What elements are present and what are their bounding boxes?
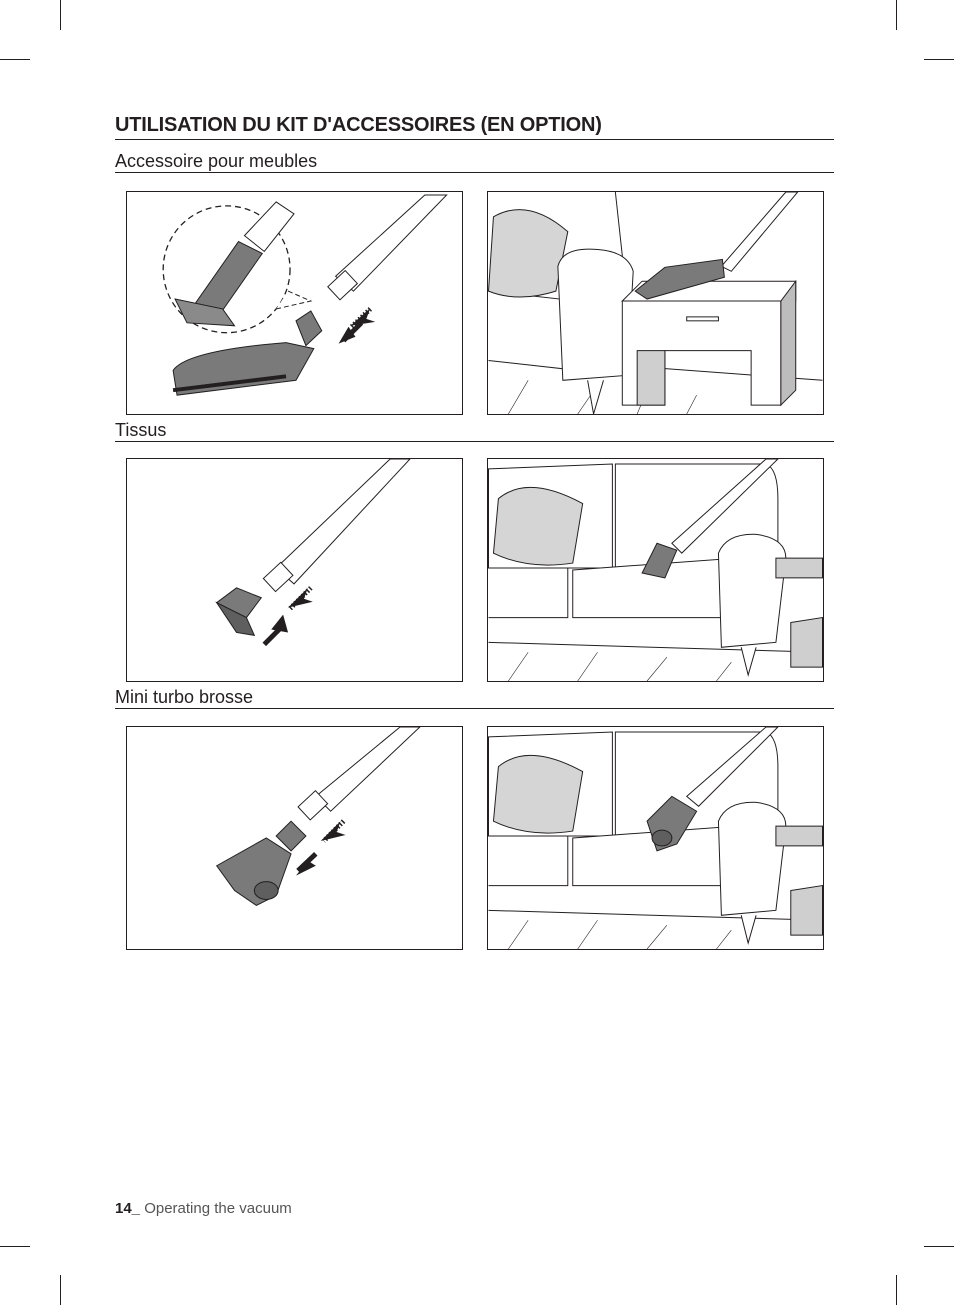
page-number: 14_ [115,1200,141,1217]
crop-mark [924,59,954,60]
crop-mark [896,1275,897,1305]
illustration-furniture-use [487,191,824,415]
crop-mark [60,0,61,30]
illustration-furniture-attach [126,191,463,415]
page-title: UTILISATION DU KIT D'ACCESSOIRES (EN OPT… [115,112,834,140]
illustration-fabric-attach [126,458,463,682]
illustration-turbo-use [487,726,824,950]
crop-mark [0,59,30,60]
illustration-turbo-attach [126,726,463,950]
crop-mark [924,1246,954,1247]
section-heading-fabric: Tissus [115,419,834,442]
illustration-fabric-use [487,458,824,682]
section-heading-mini-turbo: Mini turbo brosse [115,686,834,709]
page-footer: 14_ Operating the vacuum [115,1200,292,1217]
crop-mark [896,0,897,30]
crop-mark [60,1275,61,1305]
crop-mark [0,1246,30,1247]
section-heading-furniture: Accessoire pour meubles [115,150,834,173]
footer-label: Operating the vacuum [144,1200,292,1217]
